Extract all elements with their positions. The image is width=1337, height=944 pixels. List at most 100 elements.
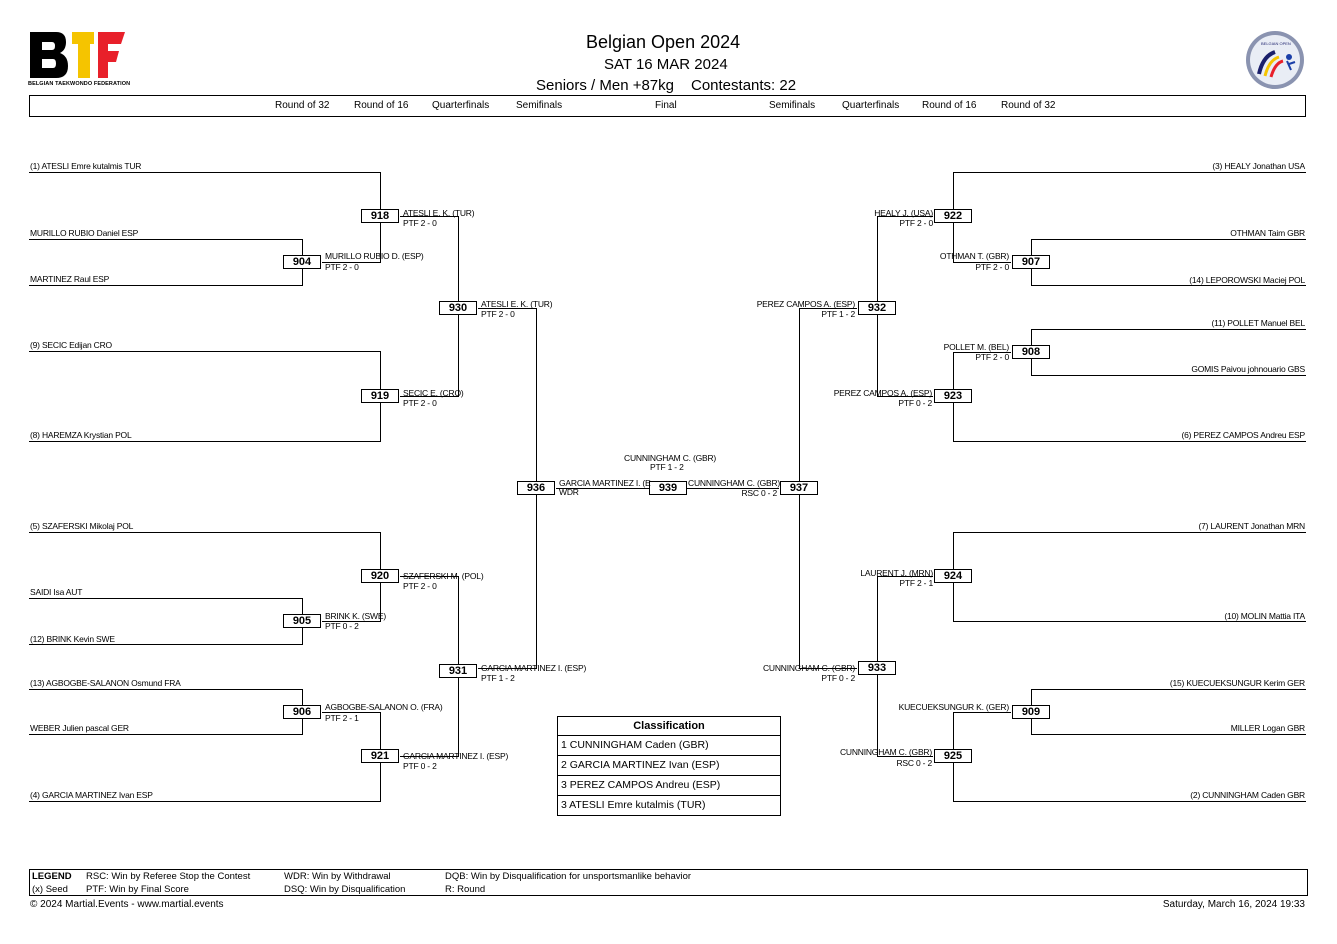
match-box: 930 (439, 301, 477, 315)
match-winner: SECIC E. (CRO) (403, 388, 464, 398)
match-box: 937 (780, 481, 818, 495)
match-box: 919 (361, 389, 399, 403)
competitor-left: (4) GARCIA MARTINEZ Ivan ESP (30, 790, 153, 800)
classification-row: 3 PEREZ CAMPOS Andreu (ESP) (558, 775, 780, 795)
round-label-left-qf: Quarterfinals (432, 100, 490, 111)
legend-wdr: WDR: Win by Withdrawal (284, 871, 391, 882)
match-box: 906 (283, 705, 321, 719)
competitor-right: (2) CUNNINGHAM Caden GBR (1190, 790, 1305, 800)
competitor-left: (5) SZAFERSKI Mikolaj POL (30, 521, 134, 531)
classification-table: Classification 1 CUNNINGHAM Caden (GBR) … (557, 716, 781, 816)
match-winner: AGBOGBE-SALANON O. (FRA) (325, 702, 443, 712)
match-result: PTF 0 - 2 (325, 621, 359, 631)
match-box: 909 (1012, 705, 1050, 719)
match-winner: PEREZ CAMPOS A. (ESP) (833, 388, 932, 398)
legend-seed: (x) Seed (32, 884, 68, 895)
round-label-left-r16: Round of 16 (354, 100, 409, 111)
event-date: SAT 16 MAR 2024 (604, 56, 728, 73)
footer-copyright: © 2024 Martial.Events - www.martial.even… (30, 899, 224, 910)
btf-logo: BELGIAN TAEKWONDO FEDERATION (28, 30, 131, 90)
match-box: 936 (517, 481, 555, 495)
competitor-left: (9) SECIC Edijan CRO (30, 340, 112, 350)
legend-dsq: DSQ: Win by Disqualification (284, 884, 406, 895)
event-category: Seniors / Men +87kg (536, 77, 674, 94)
event-title: Belgian Open 2024 (586, 32, 741, 52)
match-box: 922 (934, 209, 972, 223)
match-box: 918 (361, 209, 399, 223)
competitor-right: (3) HEALY Jonathan USA (1212, 161, 1305, 171)
competitor-right: (7) LAURENT Jonathan MRN (1198, 521, 1305, 531)
match-box: 905 (283, 614, 321, 628)
match-winner: HEALY J. (USA) (874, 208, 933, 218)
match-box: 925 (934, 749, 972, 763)
match-result: WDR (559, 487, 579, 497)
competitor-left: (13) AGBOGBE-SALANON Osmund FRA (30, 678, 181, 688)
match-result: PTF 2 - 0 (975, 352, 1009, 362)
match-winner: CUNNINGHAM C. (GBR) (839, 747, 932, 757)
badge-text: BELGIAN OPEN (1261, 41, 1291, 46)
logo-caption: BELGIAN TAEKWONDO FEDERATION (28, 81, 131, 87)
match-result: PTF 0 - 2 (403, 761, 437, 771)
match-winner: GARCIA MARTINEZ I. (ESP) (403, 751, 509, 761)
match-result: PTF 2 - 0 (403, 581, 437, 591)
match-result: PTF 1 - 2 (821, 309, 855, 319)
legend-ptf: PTF: Win by Final Score (86, 884, 189, 895)
competitor-left: (1) ATESLI Emre kutalmis TUR (30, 161, 142, 171)
match-box: 921 (361, 749, 399, 763)
match-result: PTF 0 - 2 (821, 673, 855, 683)
match-winner: ATESLI E. K. (TUR) (403, 208, 475, 218)
match-result: PTF 2 - 1 (899, 578, 933, 588)
final-result: PTF 1 - 2 (650, 462, 684, 472)
contestants-count: Contestants: 22 (691, 77, 797, 94)
match-winner: OTHMAN T. (GBR) (939, 251, 1009, 261)
competitor-left: (12) BRINK Kevin SWE (30, 634, 115, 644)
legend-box: LEGEND (x) Seed RSC: Win by Referee Stop… (29, 869, 1308, 896)
match-winner: SZAFERSKI M. (POL) (403, 571, 484, 581)
legend-dqb: DQB: Win by Disqualification for unsport… (445, 871, 692, 882)
btf-logo-mark (30, 32, 125, 78)
final-winner: CUNNINGHAM C. (GBR) (624, 453, 717, 463)
match-result: PTF 2 - 0 (325, 262, 359, 272)
competitor-left: WEBER Julien pascal GER (30, 723, 129, 733)
competitor-left: MARTINEZ Raul ESP (30, 274, 110, 284)
match-box: 920 (361, 569, 399, 583)
round-label-right-r16: Round of 16 (922, 100, 977, 111)
competitor-right: GOMIS Paivou johnouario GBS (1191, 364, 1305, 374)
match-result: RSC 0 - 2 (896, 758, 932, 768)
round-label-right-qf: Quarterfinals (842, 100, 900, 111)
classification-row: 1 CUNNINGHAM Caden (GBR) (558, 735, 780, 755)
match-winner: PEREZ CAMPOS A. (ESP) (756, 299, 855, 309)
match-box: 904 (283, 255, 321, 269)
competitor-right: (11) POLLET Manuel BEL (1211, 318, 1305, 328)
match-box: 908 (1012, 345, 1050, 359)
competitor-right: (14) LEPOROWSKI Maciej POL (1189, 275, 1305, 285)
competitor-left: SAIDI Isa AUT (30, 587, 83, 597)
match-result: PTF 2 - 0 (481, 309, 515, 319)
competitor-left: (8) HAREMZA Krystian POL (30, 430, 132, 440)
match-result: RSC 0 - 2 (741, 488, 777, 498)
match-winner: ATESLI E. K. (TUR) (481, 299, 553, 309)
match-result: PTF 1 - 2 (481, 673, 515, 683)
round-label-left-r32: Round of 32 (275, 100, 330, 111)
match-winner: POLLET M. (BEL) (943, 342, 1010, 352)
match-box: 923 (934, 389, 972, 403)
match-result: PTF 2 - 0 (975, 262, 1009, 272)
competitor-right: (15) KUECUEKSUNGUR Kerim GER (1169, 678, 1305, 688)
match-winner: BRINK K. (SWE) (325, 611, 386, 621)
classification-row: 2 GARCIA MARTINEZ Ivan (ESP) (558, 755, 780, 775)
match-box: 924 (934, 569, 972, 583)
competitor-right: OTHMAN Taim GBR (1230, 228, 1305, 238)
match-result: PTF 2 - 0 (899, 218, 933, 228)
match-box: 932 (858, 301, 896, 315)
legend-r: R: Round (445, 884, 486, 895)
competitor-right: (6) PEREZ CAMPOS Andreu ESP (1181, 430, 1305, 440)
competitor-right: MILLER Logan GBR (1230, 723, 1305, 733)
match-winner: LAURENT J. (MRN) (860, 568, 933, 578)
competitor-left: MURILLO RUBIO Daniel ESP (30, 228, 139, 238)
competitor-right: (10) MOLIN Mattia ITA (1224, 611, 1305, 621)
match-result: PTF 2 - 0 (403, 398, 437, 408)
round-label-right-r32: Round of 32 (1001, 100, 1056, 111)
round-label-right-sf: Semifinals (769, 100, 816, 111)
match-winner: GARCIA MARTINEZ I. (ESP) (481, 663, 587, 673)
round-label-left-sf: Semifinals (516, 100, 563, 111)
